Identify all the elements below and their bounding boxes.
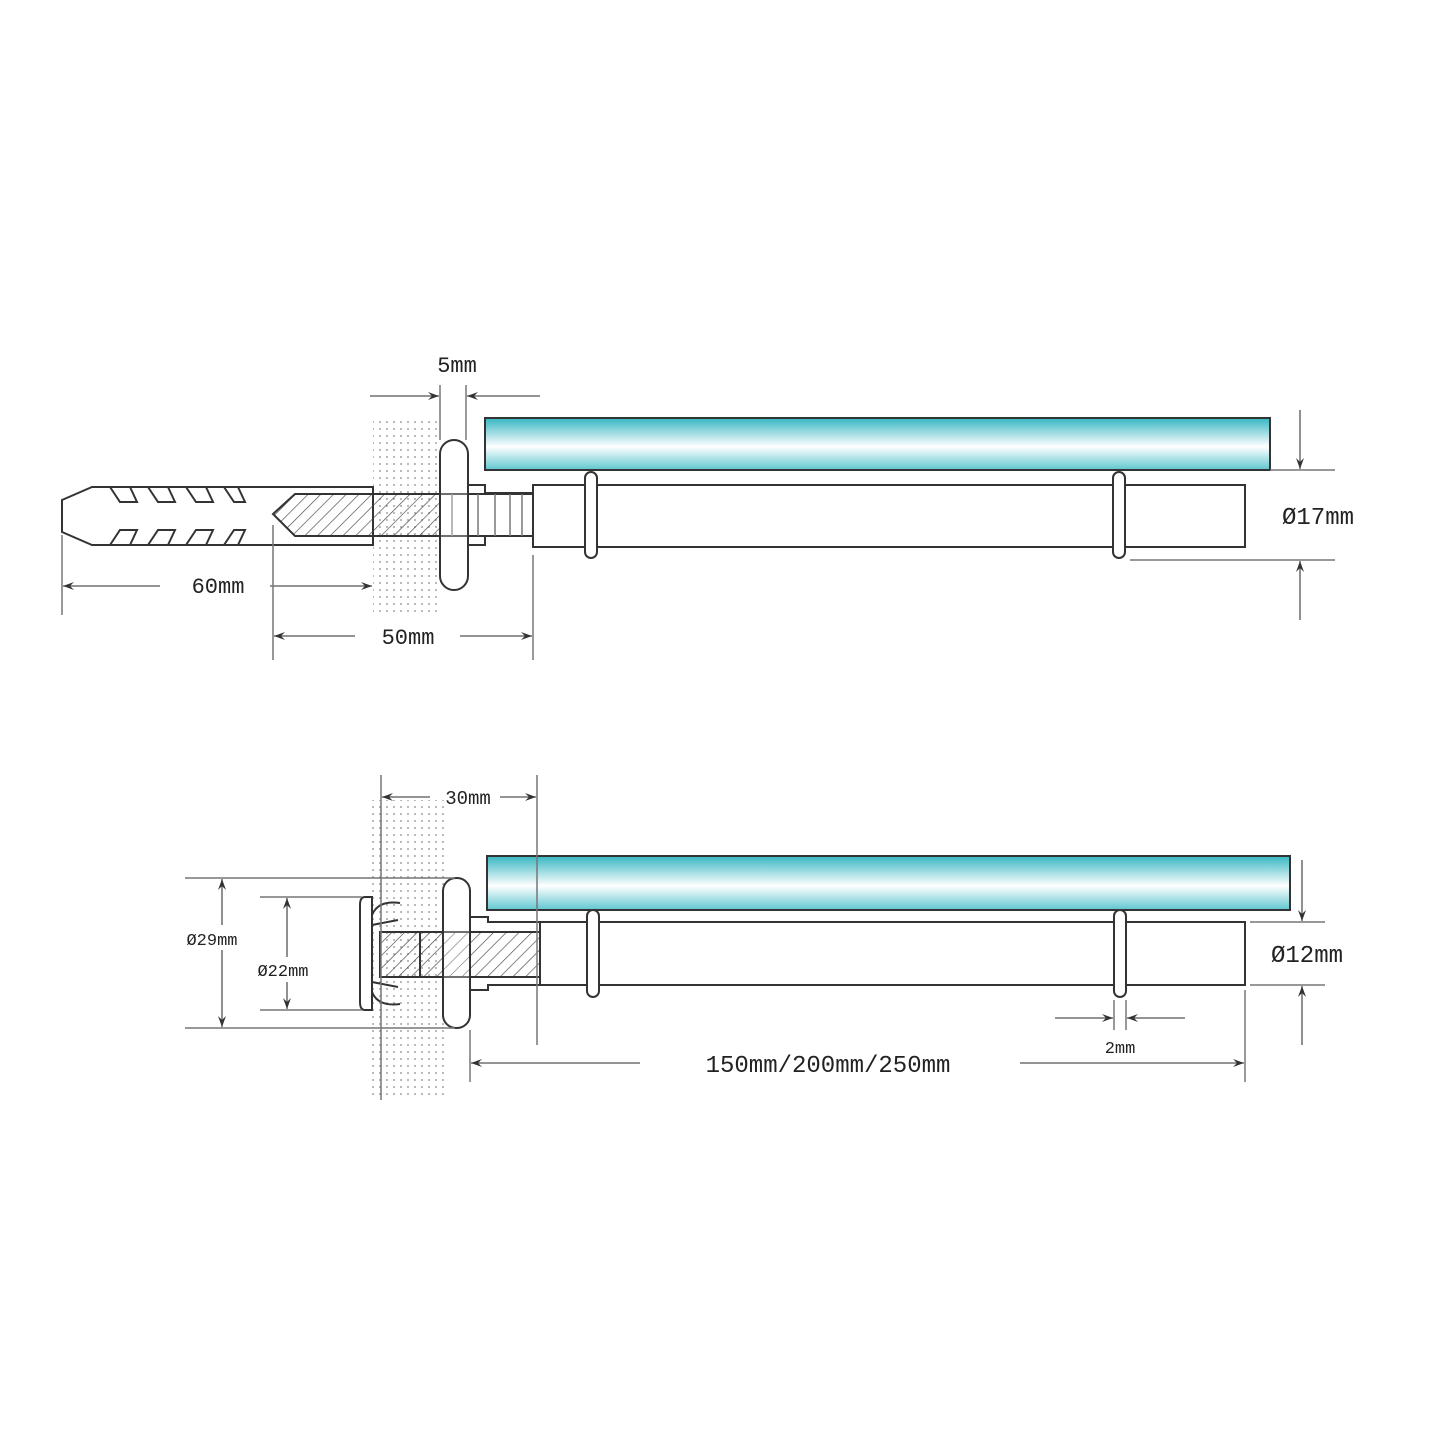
clip-right [1113,909,1127,998]
dim-rod-length: 150mm/200mm/250mm [469,990,1246,1082]
dim-17mm: Ø17mm [1130,410,1354,620]
rosette [439,439,469,591]
connector [470,916,540,991]
label-30mm: 30mm [445,788,491,810]
dim-22mm: Ø22mm [257,896,362,1011]
glass-shelf [486,855,1291,911]
dim-5mm: 5mm [370,354,540,440]
dim-2mm: 2mm [1055,1000,1185,1059]
glass-shelf [484,417,1271,471]
dim-29mm: Ø29mm [185,877,455,1029]
bottom-assembly: 30mm Ø29mm Ø22mm Ø12mm 1 [185,775,1343,1100]
label-60mm: 60mm [192,575,245,600]
label-17mm: Ø17mm [1282,505,1354,532]
clip-left [584,471,598,559]
anchor-cap [359,896,373,1011]
label-22mm: Ø22mm [257,963,308,982]
anchor-barbs [371,901,401,1006]
dim-30mm: 30mm [380,775,538,1100]
label-rod-lengths: 150mm/200mm/250mm [706,1053,951,1080]
support-rod [539,921,1246,986]
top-assembly: 5mm 60mm 50mm Ø17mm [61,354,1354,660]
dim-12mm: Ø12mm [1250,860,1343,1045]
rosette [442,877,471,1029]
label-5mm: 5mm [437,354,477,379]
label-29mm: Ø29mm [186,932,237,951]
label-2mm: 2mm [1105,1040,1136,1059]
screw [379,931,541,978]
screw [271,493,441,537]
clip-right [1112,471,1126,559]
label-12mm: Ø12mm [1271,943,1343,970]
dim-60mm: 60mm [61,535,372,615]
clip-left [586,909,600,998]
dim-50mm: 50mm [272,525,534,660]
label-50mm: 50mm [382,626,435,651]
plug-teeth [109,486,247,546]
support-rod [532,484,1246,548]
